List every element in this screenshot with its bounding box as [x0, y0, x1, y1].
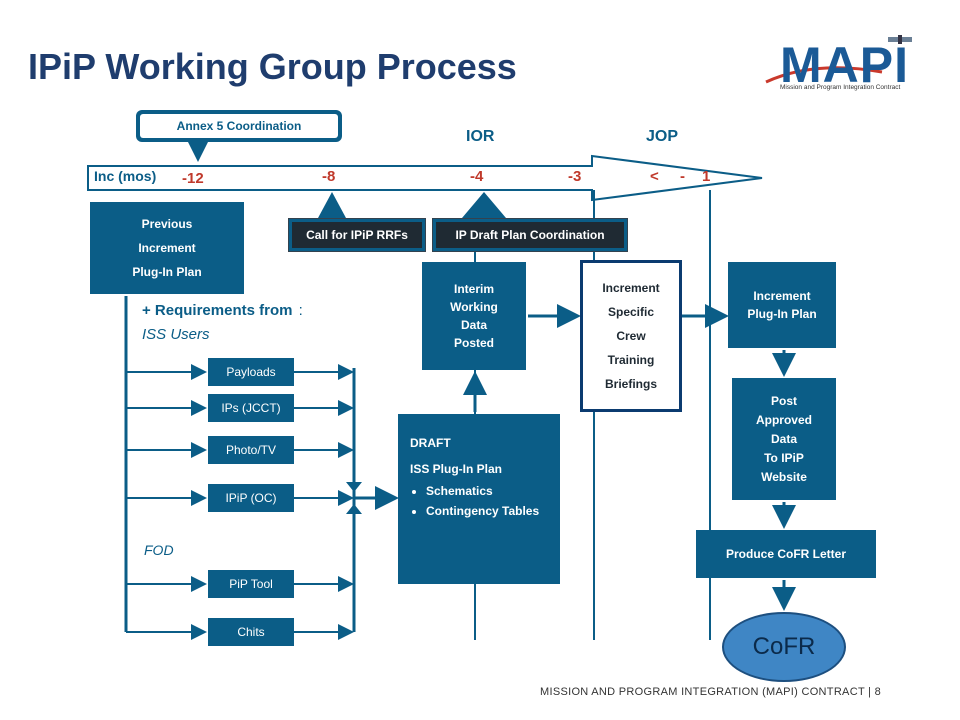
interim-line-4: Posted	[453, 336, 494, 350]
previous-line-3: Plug-In Plan	[132, 265, 202, 279]
source-payloads: Payloads	[208, 358, 294, 386]
requirements-colon: :	[298, 302, 303, 319]
training-line-4: Training	[607, 353, 655, 367]
training-line-5: Briefings	[604, 377, 657, 391]
draft-bullet-schematics: Schematics	[426, 484, 539, 498]
post-line-5: Website	[761, 469, 807, 484]
logo-text: MAPI	[780, 37, 909, 93]
interim-line-2: Working	[450, 300, 498, 314]
produce-cofr-letter-box: Produce CoFR Letter	[696, 530, 876, 578]
post-line-1: Post	[770, 393, 797, 408]
post-approved-data-box: Post Approved Data To IPiP Website	[732, 378, 836, 500]
draft-bullet-contingency: Contingency Tables	[426, 504, 539, 518]
rrfs-callout: Call for IPiP RRFs	[288, 218, 426, 252]
post-line-4: To IPiP	[764, 450, 804, 465]
previous-increment-plan-box: Previous Increment Plug-In Plan	[90, 202, 244, 294]
draft-plan-box: DRAFT ISS Plug-In Plan Schematics Contin…	[398, 414, 560, 584]
increment-plan-box: Increment Plug-In Plan	[728, 262, 836, 348]
source-ips-jcct: IPs (JCCT)	[208, 394, 294, 422]
mapi-logo: MAPI Mission and Program Integration Con…	[764, 30, 914, 100]
axis-label: Inc (mos)	[94, 168, 157, 184]
interim-line-3: Data	[460, 318, 487, 332]
cofr-ellipse: CoFR	[722, 612, 846, 682]
draft-bullet-list: Schematics Contingency Tables	[410, 484, 539, 524]
logo-swoosh-icon	[765, 66, 883, 84]
tick-1: 1	[702, 168, 711, 185]
fod-label: FOD	[144, 542, 174, 558]
post-line-2: Approved	[755, 412, 812, 427]
increment-plan-line-2: Plug-In Plan	[747, 307, 817, 321]
draft-line-1: DRAFT	[410, 436, 451, 450]
training-line-3: Crew	[616, 329, 646, 343]
tick-minus-8: -8	[322, 168, 336, 185]
training-line-2: Specific	[607, 305, 655, 319]
rrfs-label: Call for IPiP RRFs	[292, 222, 422, 248]
phase-jop: JOP	[646, 128, 679, 145]
phase-ior: IOR	[466, 128, 495, 145]
draft-coordination-label: IP Draft Plan Coordination	[436, 222, 624, 248]
post-line-3: Data	[770, 431, 797, 446]
iss-users-label: ISS Users	[142, 326, 210, 343]
draft-coordination-callout: IP Draft Plan Coordination	[432, 218, 628, 252]
source-ipip-oc: IPiP (OC)	[208, 484, 294, 512]
previous-line-1: Previous	[141, 217, 193, 231]
source-pip-tool: PiP Tool	[208, 570, 294, 598]
previous-line-2: Increment	[138, 241, 196, 255]
interim-data-box: Interim Working Data Posted	[422, 262, 526, 370]
tick-minus-3: -3	[568, 168, 582, 185]
source-chits: Chits	[208, 618, 294, 646]
crew-training-box: Increment Specific Crew Training Briefin…	[580, 260, 682, 412]
slide-title: IPiP Working Group Process	[28, 46, 517, 87]
annex-5-callout: Annex 5 Coordination	[136, 110, 342, 142]
tick-minus-12: -12	[182, 170, 204, 187]
draft-line-2: ISS Plug-In Plan	[410, 462, 503, 476]
increment-plan-line-1: Increment	[753, 289, 811, 303]
source-photo-tv: Photo/TV	[208, 436, 294, 464]
tick-lt: <	[650, 168, 659, 185]
requirements-heading: + Requirements from :	[142, 302, 303, 319]
satellite-icon	[888, 35, 912, 44]
annex-5-label: Annex 5 Coordination	[140, 114, 338, 138]
slide-footer: MISSION AND PROGRAM INTEGRATION (MAPI) C…	[540, 686, 882, 698]
logo-subtitle: Mission and Program Integration Contract	[780, 84, 901, 91]
tick-dash: -	[680, 168, 685, 185]
training-line-1: Increment	[602, 281, 660, 295]
requirements-heading-text: + Requirements from	[142, 302, 293, 319]
tick-minus-4: -4	[470, 168, 484, 185]
interim-line-1: Interim	[453, 282, 494, 296]
